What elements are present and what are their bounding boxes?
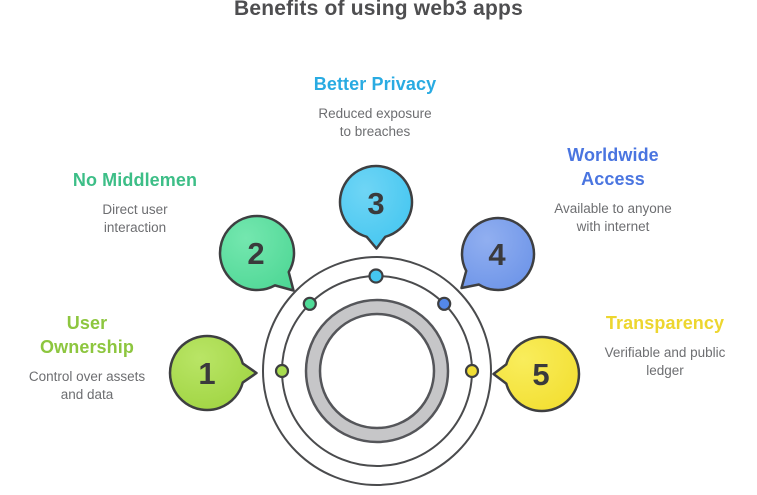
bubble-4-number: 4 [488, 237, 506, 272]
label-desc-line: to breaches [339, 124, 411, 139]
label-title-line: Access [581, 169, 645, 189]
label-description: Available to anyone with internet [523, 200, 703, 236]
label-desc-line: Direct user [102, 202, 168, 217]
label-title-line: User [66, 313, 108, 333]
bubble-4: 4 [460, 216, 536, 292]
label-description: Control over assets and data [2, 368, 172, 404]
dot-2 [302, 296, 317, 311]
label-title-line: Transparency [605, 313, 725, 333]
page-title: Benefits of using web3 apps [234, 0, 523, 20]
bubble-2: 2 [218, 214, 296, 292]
bubble-3-shape [338, 164, 414, 250]
label-better-privacy: Better Privacy Reduced exposure to breac… [279, 72, 471, 141]
dot-1 [274, 363, 290, 379]
label-title-line: No Middlemen [72, 170, 198, 190]
bubble-2-number: 2 [247, 236, 264, 271]
bubble-1: 1 [168, 334, 258, 412]
label-desc-line: interaction [103, 220, 167, 235]
label-user-ownership: User Ownership Control over assets and d… [2, 311, 172, 404]
label-title-line: Ownership [40, 337, 134, 357]
label-worldwide-access: Worldwide Access Available to anyone wit… [523, 143, 703, 236]
bubble-4-shape [460, 216, 536, 292]
label-title-line: Better Privacy [313, 74, 437, 94]
bubble-5: 5 [492, 335, 581, 413]
bubble-3: 3 [338, 164, 414, 250]
label-title-line: Worldwide [567, 145, 659, 165]
bubble-5-shape [492, 335, 581, 413]
label-desc-line: Available to anyone [554, 201, 672, 216]
concentric-rings [262, 256, 492, 486]
label-description: Verifiable and public ledger [575, 344, 755, 380]
label-desc-line: and data [60, 387, 114, 402]
label-no-middlemen: No Middlemen Direct user interaction [40, 168, 230, 237]
label-desc-line: Reduced exposure [318, 106, 432, 121]
dot-4 [437, 296, 452, 311]
bubble-2-shape [218, 214, 296, 292]
label-desc-line: Control over assets [28, 369, 146, 384]
label-desc-line: ledger [646, 363, 684, 378]
inner-donut-hole [318, 312, 436, 430]
label-desc-line: with internet [576, 219, 650, 234]
bubble-3-number: 3 [367, 186, 384, 221]
label-desc-line: Verifiable and public [604, 345, 726, 360]
ring-dots [274, 268, 480, 379]
bubble-1-number: 1 [198, 356, 215, 391]
label-description: Direct user interaction [40, 201, 230, 237]
label-description: Reduced exposure to breaches [279, 105, 471, 141]
bubble-1-shape [168, 334, 258, 412]
dot-5 [464, 363, 480, 379]
bubble-5-number: 5 [532, 357, 549, 392]
label-transparency: Transparency Verifiable and public ledge… [575, 311, 755, 380]
dot-3 [368, 268, 384, 284]
